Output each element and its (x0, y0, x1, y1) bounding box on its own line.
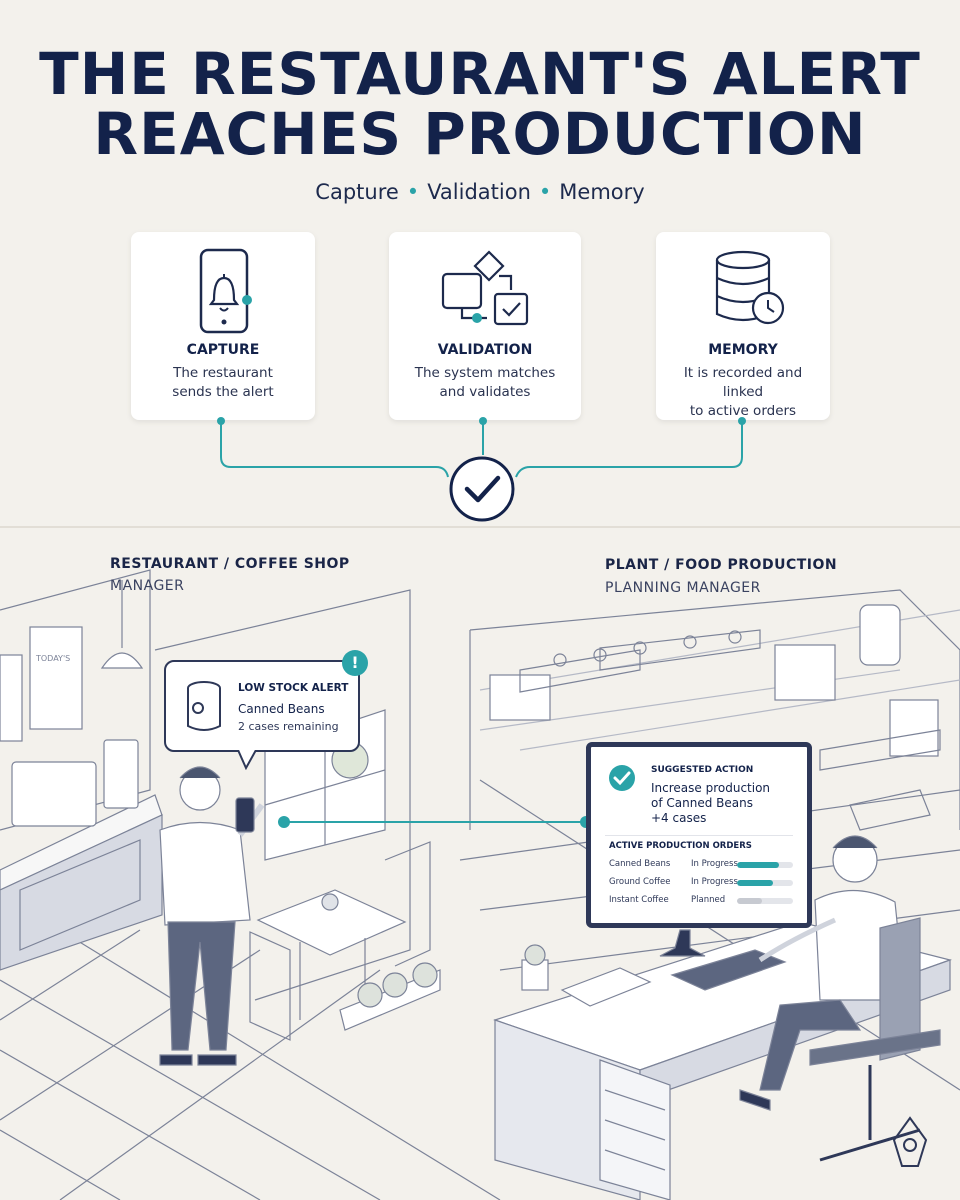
page-title-line-2: REACHES PRODUCTION (93, 100, 867, 168)
order-progress-bar (737, 880, 793, 886)
card-line: and validates (439, 384, 531, 400)
separator-dot: • (406, 180, 420, 204)
alert-badge-icon: ! (342, 650, 368, 676)
suggested-line: of Canned Beans (651, 796, 753, 810)
alert-remaining: 2 cases remaining (238, 720, 339, 733)
separator-dot: • (538, 180, 552, 204)
suggested-action-heading: SUGGESTED ACTION (651, 765, 754, 775)
can-icon (187, 681, 221, 731)
restaurant-section-title: RESTAURANT / COFFEE SHOP (110, 556, 350, 572)
bubble-tail (237, 750, 257, 770)
step-capture: Capture (315, 180, 399, 204)
card-description: It is recorded and linked to active orde… (670, 364, 816, 421)
suggested-action-text: Increase production of Canned Beans +4 c… (651, 781, 801, 826)
order-name: Ground Coffee (609, 877, 671, 887)
plant-section-title: PLANT / FOOD PRODUCTION (605, 557, 838, 573)
card-capture: CAPTURE The restaurant sends the alert (131, 232, 315, 420)
brand-logo-icon (892, 1116, 928, 1167)
order-progress-fill (737, 880, 774, 886)
card-description: The restaurant sends the alert (145, 364, 301, 402)
divider (605, 835, 793, 836)
section-divider (0, 526, 960, 528)
order-row: Canned Beans In Progress (609, 859, 795, 873)
card-line: to active orders (689, 403, 797, 419)
order-row: Ground Coffee In Progress (609, 877, 795, 891)
step-memory: Memory (559, 180, 645, 204)
card-line: The restaurant (173, 365, 273, 381)
order-progress-fill (737, 898, 763, 904)
production-monitor: SUGGESTED ACTION Increase production of … (586, 742, 812, 928)
card-line: It is recorded and linked (683, 365, 803, 400)
order-progress-bar (737, 898, 793, 904)
step-validation: Validation (427, 180, 531, 204)
check-badge-icon (609, 765, 635, 791)
workplace-illustration (0, 569, 960, 1200)
suggested-line: Increase production (651, 781, 771, 795)
menu-board-text: TODAY'S (36, 654, 71, 663)
card-line: sends the alert (172, 384, 274, 400)
order-name: Canned Beans (609, 859, 671, 869)
steps-subtitle: Capture • Validation • Memory (0, 180, 960, 204)
low-stock-alert-bubble: LOW STOCK ALERT Canned Beans 2 cases rem… (164, 650, 368, 770)
order-name: Instant Coffee (609, 895, 669, 905)
phone-bell-icon (199, 248, 252, 334)
order-progress-fill (737, 862, 779, 868)
card-title: CAPTURE (186, 342, 260, 358)
restaurant-role: MANAGER (110, 578, 185, 594)
flow-check-icon (441, 250, 529, 326)
page-title-line-1: THE RESTAURANT'S ALERT (39, 40, 921, 108)
order-status: In Progress (691, 877, 738, 887)
card-title: MEMORY (708, 342, 778, 358)
database-clock-icon (715, 250, 785, 325)
card-description: The system matches and validates (403, 364, 567, 402)
alert-heading: LOW STOCK ALERT (238, 682, 349, 694)
order-row: Instant Coffee Planned (609, 895, 795, 909)
plant-role: PLANNING MANAGER (605, 580, 761, 596)
alert-item: Canned Beans (238, 702, 325, 716)
card-line: The system matches (414, 365, 556, 381)
order-progress-bar (737, 862, 793, 868)
order-status: Planned (691, 895, 726, 905)
orders-heading: ACTIVE PRODUCTION ORDERS (609, 841, 752, 851)
card-title: VALIDATION (437, 342, 533, 358)
connector-lines (217, 417, 746, 522)
suggested-line: +4 cases (651, 811, 707, 825)
card-validation: VALIDATION The system matches and valida… (389, 232, 581, 420)
check-circle-icon (449, 456, 515, 522)
order-status: In Progress (691, 859, 738, 869)
card-memory: MEMORY It is recorded and linked to acti… (656, 232, 830, 420)
